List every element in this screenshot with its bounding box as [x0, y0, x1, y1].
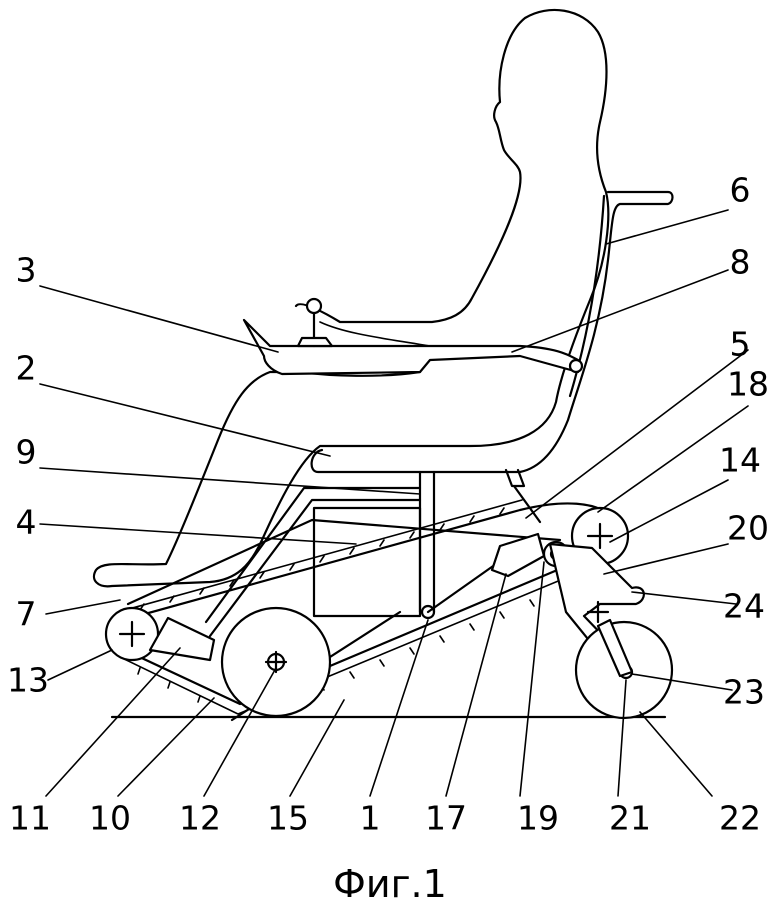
armrest	[242, 318, 580, 376]
label-10: 10	[89, 798, 131, 838]
armrest-pivot	[568, 358, 584, 374]
rear-seat-bracket	[504, 468, 542, 524]
label-13: 13	[7, 660, 49, 700]
label-6: 6	[729, 170, 751, 210]
label-17: 17	[425, 798, 467, 838]
track-treads	[117, 499, 605, 715]
rear-sprocket-cross	[586, 522, 614, 550]
label-14: 14	[719, 440, 761, 480]
rear-wheel-fork	[596, 618, 634, 678]
backrest-tube	[310, 190, 674, 474]
battery-box	[312, 506, 422, 618]
person-silhouette	[92, 8, 610, 588]
label-2: 2	[15, 348, 37, 388]
swing-arm-cross	[586, 600, 610, 624]
label-8: 8	[729, 242, 751, 282]
label-24: 24	[723, 586, 765, 626]
label-5: 5	[729, 324, 751, 364]
seat-column	[418, 470, 436, 614]
leader-lines	[39, 209, 749, 797]
label-21: 21	[609, 798, 651, 838]
joystick-knob	[305, 297, 323, 315]
main-frame	[126, 486, 562, 722]
label-9: 9	[15, 432, 37, 472]
front-lever	[148, 616, 216, 662]
track-teeth	[137, 507, 565, 715]
label-20: 20	[727, 508, 769, 548]
label-15: 15	[267, 798, 309, 838]
figure-caption: Фиг.1	[333, 862, 447, 906]
label-3: 3	[15, 250, 37, 290]
label-1: 1	[359, 798, 381, 838]
label-7: 7	[15, 594, 37, 634]
label-11: 11	[9, 798, 51, 838]
label-23: 23	[723, 672, 765, 712]
label-18: 18	[727, 364, 769, 404]
track-lower	[114, 550, 602, 706]
label-4: 4	[15, 502, 37, 542]
front-sprocket-cross	[118, 620, 146, 648]
label-19: 19	[517, 798, 559, 838]
joystick-base	[296, 336, 334, 348]
label-22: 22	[719, 798, 761, 838]
rear-plate	[490, 532, 546, 578]
label-12: 12	[179, 798, 221, 838]
